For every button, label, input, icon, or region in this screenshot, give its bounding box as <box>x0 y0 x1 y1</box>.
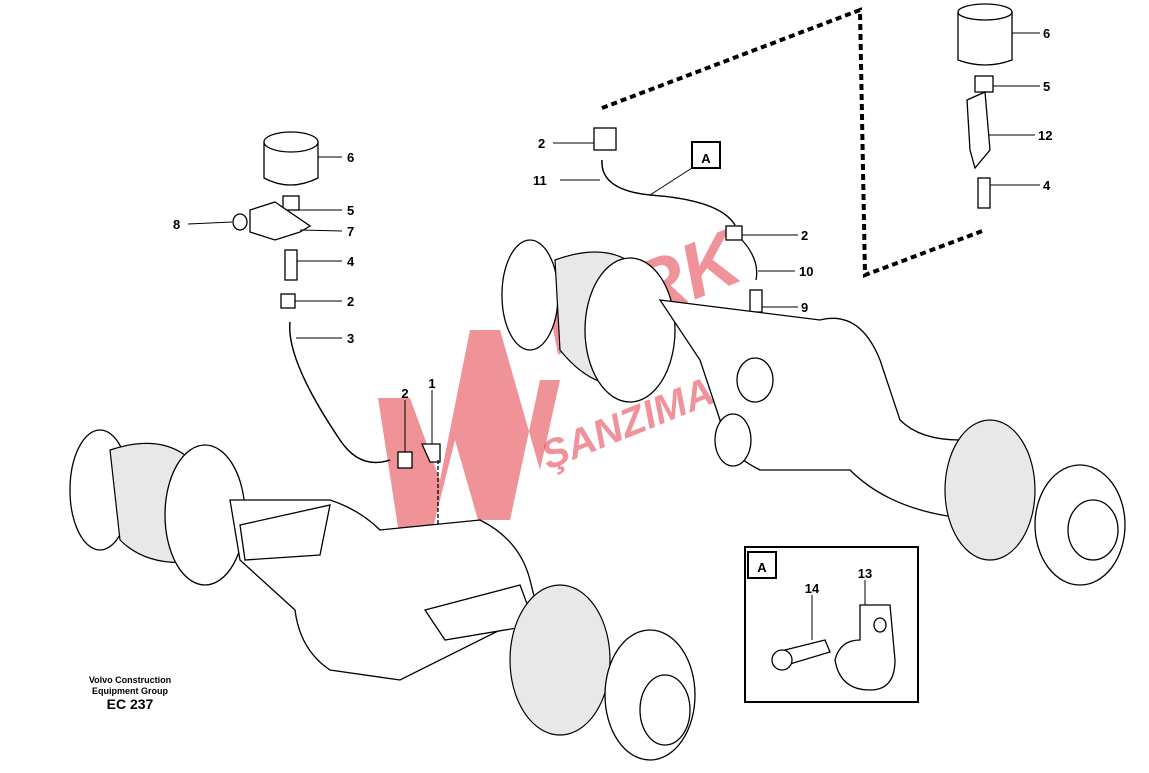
company-line-2: Equipment Group <box>92 686 168 696</box>
callout-4-right: 4 <box>1043 178 1051 193</box>
company-line-1: Volvo Construction <box>88 675 172 685</box>
callout-2-lower: 2 <box>401 386 408 401</box>
callout-5-right: 5 <box>1043 79 1050 94</box>
detail-view-a-label: A <box>757 560 767 575</box>
callout-5-left: 5 <box>347 203 354 218</box>
callout-7: 7 <box>347 224 354 239</box>
callout-6-left: 6 <box>347 150 354 165</box>
detail-view-a: A 14 13 <box>744 546 919 703</box>
callout-14: 14 <box>805 581 820 596</box>
rear-axle <box>501 239 1126 586</box>
diagram-code: EC 237 <box>106 696 154 712</box>
callout-8: 8 <box>173 217 180 232</box>
callout-12: 12 <box>1038 128 1052 143</box>
callout-2-left: 2 <box>347 294 354 309</box>
callout-4-left: 4 <box>347 254 355 269</box>
callout-2-right-top: 2 <box>538 136 545 151</box>
callout-9: 9 <box>801 300 808 315</box>
callout-13: 13 <box>858 566 872 581</box>
company-name: Volvo Construction Equipment Group <box>70 675 190 697</box>
front-axle <box>69 429 696 761</box>
right-breather-assembly <box>593 3 1013 313</box>
view-a-marker: A <box>701 151 711 166</box>
callout-3: 3 <box>347 331 354 346</box>
callout-1: 1 <box>428 376 435 391</box>
callout-11: 11 <box>533 173 547 188</box>
callout-2-right: 2 <box>801 228 808 243</box>
callout-leaders-right <box>553 32 1040 308</box>
dashed-routing-line <box>601 7 986 278</box>
callout-leaders-left <box>187 156 433 452</box>
callout-10: 10 <box>799 264 813 279</box>
callout-6-right: 6 <box>1043 26 1050 41</box>
left-breather-assembly <box>232 131 441 575</box>
